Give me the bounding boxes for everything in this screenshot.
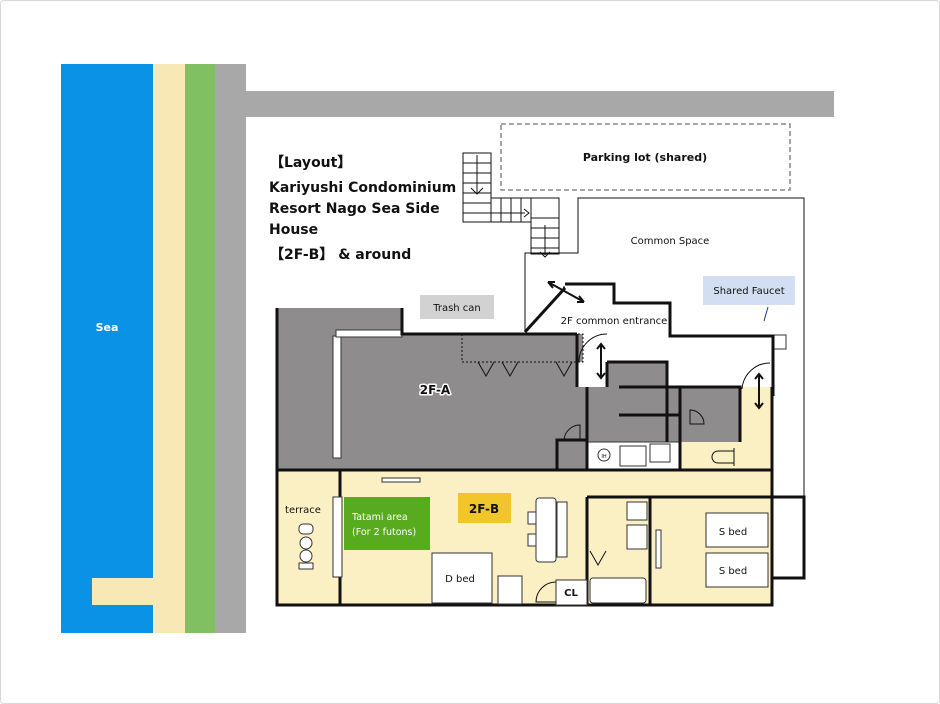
- washbasin: [626, 524, 648, 550]
- bedroom-window: [655, 529, 662, 569]
- door-arrow-b: [754, 372, 764, 410]
- tatami-area: [344, 497, 430, 550]
- unit-2f-a-label: 2F-A: [420, 383, 451, 397]
- shared-faucet-box: [703, 276, 795, 305]
- s-bed-1: [705, 512, 769, 548]
- door-swing-closet: [535, 581, 557, 603]
- ih-label: IH: [601, 454, 606, 460]
- door-swing-a: [578, 333, 608, 363]
- common-space-outline: [524, 197, 805, 497]
- door-arrow-a: [596, 342, 606, 380]
- shower-icon: [589, 550, 607, 567]
- chair-1: [527, 511, 537, 525]
- chair-2: [527, 533, 537, 547]
- unit-2f-a-alcove: [461, 333, 584, 363]
- sea-label: Sea: [96, 321, 119, 334]
- parking-lot: [500, 123, 791, 191]
- beach-strip: [153, 64, 185, 633]
- entrance-arrow: [547, 281, 585, 303]
- washer: [626, 501, 648, 521]
- trash-can-box: [420, 295, 494, 319]
- door-swing-c: [563, 424, 581, 442]
- title-line-5: 【2F-B】 & around: [270, 247, 411, 263]
- door-swing-d: [689, 409, 705, 425]
- lights: [477, 361, 573, 378]
- faucet-pointer: [763, 306, 769, 322]
- ih-stove-icon: [597, 448, 611, 462]
- unit-2f-a: [277, 308, 740, 470]
- dining-table: [535, 497, 557, 563]
- window-2f-b: [332, 496, 343, 578]
- sofa: [556, 501, 568, 558]
- closet-label: CL: [564, 588, 578, 599]
- title-line-2: Kariyushi Condominium: [269, 180, 456, 196]
- title-line-1: 【Layout】: [270, 155, 351, 171]
- common-space-label: Common Space: [631, 236, 710, 247]
- tatami-label-1: Tatami area: [351, 512, 408, 523]
- parking-label: Parking lot (shared): [583, 151, 707, 164]
- door-swing-b: [741, 362, 771, 390]
- fridge: [649, 443, 671, 463]
- title-line-4: House: [269, 222, 318, 238]
- window-2f-a-top: [335, 329, 403, 338]
- staircase: [462, 152, 560, 258]
- beach-notch: [92, 578, 153, 605]
- sea-area: [61, 64, 153, 633]
- road-vertical: [215, 64, 246, 633]
- road-horizontal: [246, 91, 834, 117]
- title-line-3: Resort Nago Sea Side: [269, 201, 440, 217]
- d-bed-label: D bed: [445, 574, 475, 585]
- terrace-label: terrace: [285, 505, 321, 516]
- s-bed-2: [705, 552, 769, 588]
- window-top: [381, 477, 421, 483]
- s-bed-2-label: S bed: [719, 566, 747, 577]
- bathtub: [589, 577, 647, 604]
- unit-2f-b-badge: [458, 493, 511, 523]
- shared-faucet-label: Shared Faucet: [713, 286, 784, 297]
- unit-2f-b-label: 2F-B: [469, 502, 499, 516]
- terrace-chairs-icon: [298, 523, 314, 570]
- d-bed: [431, 552, 493, 604]
- wardrobe: [497, 575, 523, 605]
- kitchen-sink: [619, 445, 647, 467]
- toilet-icon: [711, 448, 735, 466]
- grass-strip: [185, 64, 215, 633]
- tatami-label-2: (For 2 futons): [352, 527, 416, 538]
- closet: [555, 579, 588, 606]
- entrance-label: 2F common entrance: [561, 316, 668, 327]
- s-bed-1-label: S bed: [719, 527, 747, 538]
- trash-can-label: Trash can: [432, 303, 481, 314]
- window-2f-a: [332, 335, 342, 459]
